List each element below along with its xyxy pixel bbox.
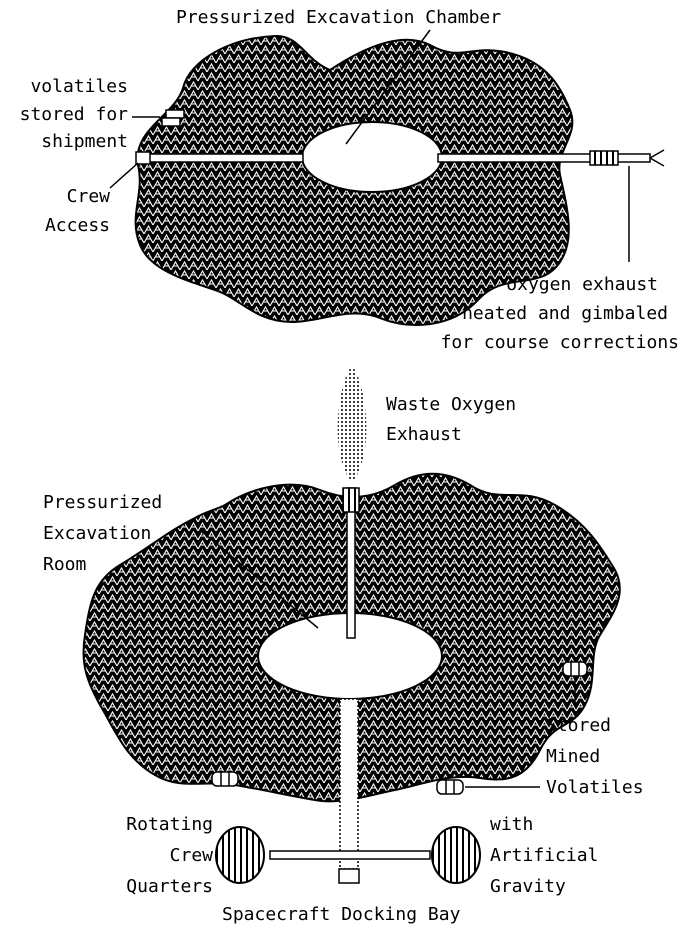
crew-quarters-left: [216, 827, 264, 883]
waste-label-line-1: Waste Oxygen: [386, 394, 516, 415]
exhaust-pipe-coil: [343, 488, 359, 512]
stored-label-line-3: Volatiles: [546, 777, 644, 798]
bottom-asteroid: [83, 365, 619, 883]
top-title: Pressurized Excavation Chamber: [176, 7, 501, 28]
docking-shaft: [340, 699, 358, 869]
stored-volatiles-icon-mid: [437, 780, 463, 794]
docking-bay-label: Spacecraft Docking Bay: [222, 904, 461, 925]
room-label-line-3: Room: [43, 554, 86, 575]
volatiles-label-line-2: stored for: [20, 104, 129, 125]
stored-label-line-2: Mined: [546, 746, 600, 767]
crew-access-label-line-1: Crew: [67, 186, 111, 207]
exhaust-label-line-3: for course corrections: [441, 332, 679, 353]
stored-label-line-1: Stored: [546, 715, 611, 736]
crew-access-label-line-2: Access: [45, 215, 110, 236]
exhaust-coil: [590, 151, 618, 165]
crew-access-leader: [110, 163, 138, 188]
exhaust-label-line-1: oxygen exhaust: [506, 274, 658, 295]
rotating-label-line-3: Quarters: [126, 876, 213, 897]
gravity-label-line-2: Artificial: [490, 845, 598, 866]
room-label-line-2: Excavation: [43, 523, 151, 544]
rotating-arm: [270, 851, 430, 859]
volatiles-label-line-3: shipment: [41, 131, 128, 152]
top-excavation-chamber: [302, 122, 442, 192]
exhaust-label-line-2: heated and gimbaled: [462, 303, 668, 324]
rotating-label-line-1: Rotating: [126, 814, 213, 835]
docking-bay: [339, 869, 359, 883]
gravity-label-line-3: Gravity: [490, 876, 566, 897]
waste-label-line-2: Exhaust: [386, 424, 462, 445]
crew-quarters-right: [432, 827, 480, 883]
volatiles-label-line-1: volatiles: [30, 76, 128, 97]
stored-volatiles-icon-left: [212, 772, 238, 786]
gravity-label-line-1: with: [490, 814, 533, 835]
stored-volatiles-icon-right: [563, 662, 587, 676]
crew-access-tube: [140, 154, 303, 162]
rotating-label-line-2: Crew: [170, 845, 214, 866]
waste-oxygen-plume: [338, 365, 367, 482]
room-label-line-1: Pressurized: [43, 492, 162, 513]
volatiles-storage-icon: [162, 110, 184, 126]
